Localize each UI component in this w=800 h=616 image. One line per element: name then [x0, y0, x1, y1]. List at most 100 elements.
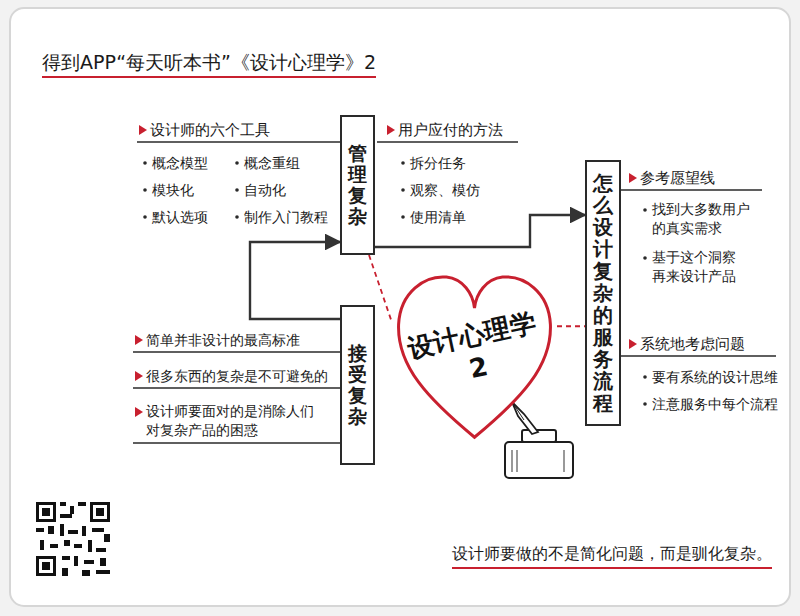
branch-heading: 用户应付的方法: [398, 120, 503, 140]
branch-item: 注意服务中每个流程: [652, 394, 778, 414]
bullet-triangle: [135, 335, 143, 345]
qr-module: [62, 568, 68, 576]
branch-line: [377, 141, 518, 143]
bullet-dot: [143, 188, 147, 192]
branch-line: [137, 141, 340, 143]
qr-module: [92, 528, 104, 532]
bullet-dot: [643, 402, 647, 406]
bullet-dot: [401, 215, 405, 219]
branch-line: [133, 442, 340, 444]
bullet-triangle: [135, 407, 143, 417]
branch-heading: 系统地考虑问题: [640, 334, 745, 354]
qr-module: [50, 544, 58, 548]
bullet-dot: [235, 188, 239, 192]
heading-bullets: [135, 125, 637, 417]
bullet-triangle: [629, 339, 637, 349]
branch-item: 观察、模仿: [410, 180, 480, 200]
qr-module: [42, 562, 50, 570]
branch-line: [133, 387, 340, 389]
qr-code: [36, 502, 110, 576]
bullet-triangle: [139, 125, 147, 135]
bullet-triangle: [629, 173, 637, 183]
bottle-shade: [511, 450, 512, 472]
heart-node: 设计心理学 2: [392, 268, 557, 450]
bullet-dot: [235, 215, 239, 219]
bottle-neck: [522, 430, 556, 442]
nib-slit: [512, 402, 524, 420]
branch-item: 基于这个洞察 再来设计产品: [652, 248, 764, 286]
branch-item: 概念重组: [244, 153, 300, 173]
qr-module: [36, 556, 56, 576]
heart-shape: [399, 277, 551, 437]
qr-module: [36, 502, 56, 522]
qr-module: [74, 544, 82, 548]
qr-module: [74, 556, 78, 566]
dashed-link: [557, 325, 585, 327]
box-label: 怎么设计复杂的服务流程: [593, 172, 613, 414]
bullet-dot: [643, 208, 647, 212]
qr-module: [90, 502, 110, 522]
branch-box: 接受复杂: [340, 305, 375, 465]
branch-item: 自动化: [244, 180, 286, 200]
ink-bottle: [505, 402, 573, 478]
branch-heading: 简单并非设计的最高标准: [146, 330, 300, 350]
qr-module: [60, 524, 64, 536]
branch-item: 默认选项: [152, 207, 208, 227]
qr-module: [64, 540, 70, 546]
branch-line: [621, 355, 776, 357]
qr-module: [78, 502, 86, 506]
pen-nib: [512, 402, 538, 434]
qr-module: [40, 540, 44, 550]
branch-item: 概念模型: [152, 153, 208, 173]
branch-item: 制作入门教程: [244, 207, 328, 227]
branch-heading: 很多东西的复杂是不可避免的: [146, 366, 328, 386]
branch-line: [133, 351, 340, 353]
branch-item: 找到大多数用户 的真实需求: [652, 200, 764, 238]
bullet-dot: [143, 215, 147, 219]
branch-box: 怎么设计复杂的服务流程: [585, 160, 621, 426]
branch-item: 拆分任务: [410, 153, 466, 173]
qr-module: [36, 528, 44, 532]
qr-module: [60, 514, 72, 518]
qr-module: [70, 506, 74, 514]
branch-box: 管理复杂: [340, 115, 375, 255]
box-label: 接受复杂: [348, 343, 367, 427]
bullet-triangle: [135, 371, 143, 381]
qr-module: [104, 534, 110, 542]
bullet-dot: [401, 161, 405, 165]
bottle-body: [505, 442, 573, 478]
branch-heading: 设计师的六个工具: [150, 120, 270, 140]
bullet-dot: [401, 188, 405, 192]
branch-line: [621, 189, 762, 191]
bottle-shade: [563, 450, 564, 472]
qr-module: [84, 560, 94, 564]
qr-module: [88, 540, 92, 552]
branch-heading: 设计师要面对的是消除人们 对复杂产品的困惑: [146, 402, 326, 440]
page-title: 得到APP“每天听本书”《设计心理学》2: [42, 50, 376, 78]
qr-module: [82, 570, 90, 576]
qr-module: [39, 505, 53, 519]
qr-module: [68, 530, 78, 534]
qr-module: [62, 556, 70, 560]
item-dots: [143, 161, 647, 406]
qr-module: [60, 502, 66, 506]
bullet-dot: [143, 161, 147, 165]
qr-module: [100, 558, 106, 566]
qr-module: [96, 508, 104, 516]
caption: 设计师要做的不是简化问题，而是驯化复杂。: [452, 543, 772, 569]
qr-module: [42, 508, 50, 516]
branch-item: 模块化: [152, 180, 194, 200]
bottle-shade: [516, 450, 517, 472]
qr-module: [48, 526, 54, 534]
bullet-dot: [643, 256, 647, 260]
bullet-dot: [235, 161, 239, 165]
qr-module: [96, 548, 106, 552]
flow-arrow: [250, 242, 340, 319]
branch-item: 要有系统的设计思维: [652, 367, 778, 387]
box-label: 管理复杂: [348, 143, 367, 227]
flow-arrow: [375, 215, 585, 247]
branch-item: 使用清单: [410, 207, 466, 227]
